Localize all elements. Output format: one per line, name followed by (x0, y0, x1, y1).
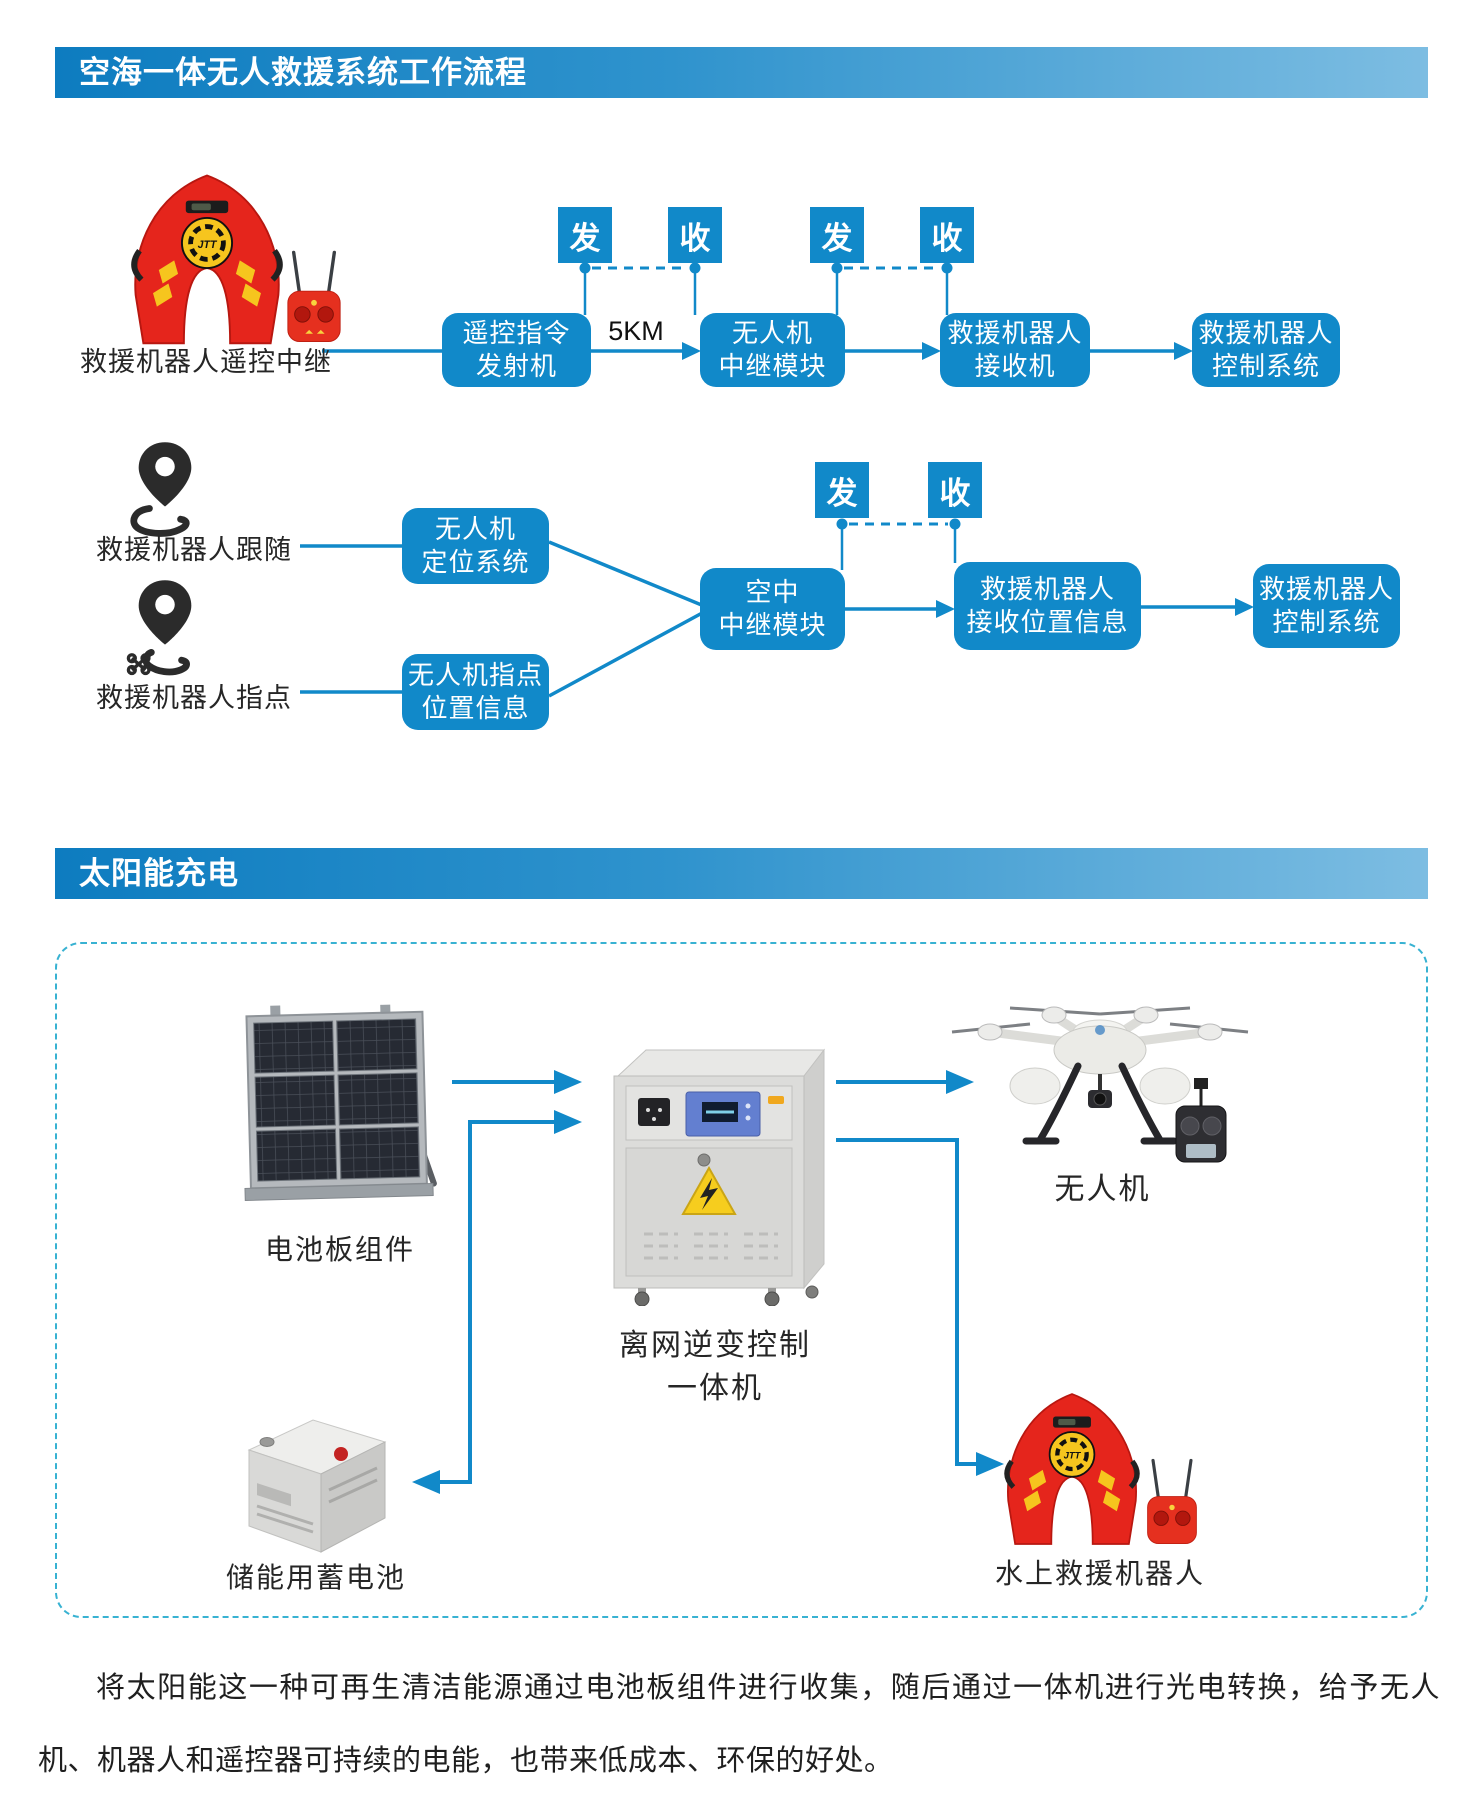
flow2-source1-label: 救援机器人跟随 (96, 535, 292, 565)
robot-remote-image (287, 250, 341, 342)
send-badge-3: 发 (815, 462, 869, 518)
receive-badge-2: 收 (920, 207, 974, 263)
vent-slots (644, 1232, 778, 1260)
section2-header: 太阳能充电 (55, 848, 1428, 899)
drone-image (951, 1006, 1249, 1145)
solar-lines (438, 1080, 980, 1484)
drone-label: 无人机 (1054, 1173, 1151, 1206)
distance-label: 5KM (608, 316, 664, 346)
robot2-logo-text: JTT (1064, 1451, 1082, 1462)
flow2-box-positioning: 无人机 定位系统 (402, 508, 549, 584)
inverter-label: 离网逆变控制 一体机 (619, 1329, 811, 1405)
send-badge-2: 发 (810, 207, 864, 263)
battery-label: 储能用蓄电池 (225, 1562, 406, 1593)
flow2-box-pointing: 无人机指点 位置信息 (402, 654, 549, 730)
mini-drone-glyph (126, 653, 151, 676)
flow2-box-air-relay: 空中 中继模块 (700, 568, 845, 650)
flow1-box-uav-relay: 无人机 中继模块 (700, 313, 845, 387)
flow2-arrowheads (836, 518, 1254, 618)
section1-title: 空海一体无人救援系统工作流程 (79, 55, 527, 90)
inverter-image (613, 1048, 826, 1306)
flow1-box-transmitter: 遥控指令 发射机 (442, 313, 591, 387)
section1-header: 空海一体无人救援系统工作流程 (55, 47, 1428, 98)
solar-diagram-container (55, 942, 1428, 1618)
flow2-lines (300, 522, 1237, 698)
flow2-box-receive-position: 救援机器人 接收位置信息 (954, 562, 1141, 650)
drone-remote-image (1175, 1078, 1227, 1163)
flow1-lines (322, 266, 1176, 353)
flow1-source-label: 救援机器人遥控中继 (80, 347, 332, 377)
solar-arrowheads (412, 1070, 1004, 1494)
receive-badge-3: 收 (928, 462, 982, 518)
water-robot-label: 水上救援机器人 (994, 1558, 1205, 1589)
follow-pin-icon (130, 442, 192, 537)
water-robot-remote-image (1147, 1458, 1197, 1544)
battery-image (247, 1419, 387, 1553)
solar-panel-label: 电池板组件 (264, 1234, 415, 1265)
flow2-source2-label: 救援机器人指点 (96, 683, 292, 713)
robot-logo-text: JTT (198, 239, 218, 251)
flow2-box-control: 救援机器人 控制系统 (1253, 564, 1400, 648)
solar-panel-image (244, 1004, 437, 1201)
flow1-box-control: 救援机器人 控制系统 (1192, 313, 1340, 387)
send-badge-1: 发 (558, 207, 612, 263)
description-paragraph: 将太阳能这一种可再生清洁能源通过电池板组件进行收集，随后通过一体机进行光电转换，… (38, 1672, 1440, 1777)
flow1-box-receiver: 救援机器人 接收机 (940, 313, 1090, 387)
section2-title: 太阳能充电 (79, 856, 239, 891)
point-pin-icon (126, 580, 192, 676)
receive-badge-1: 收 (668, 207, 722, 263)
rescue-robot-image: JTT (131, 174, 283, 345)
flow1-arrowheads (579, 262, 1193, 360)
water-rescue-robot-image: JTT (1004, 1393, 1140, 1545)
